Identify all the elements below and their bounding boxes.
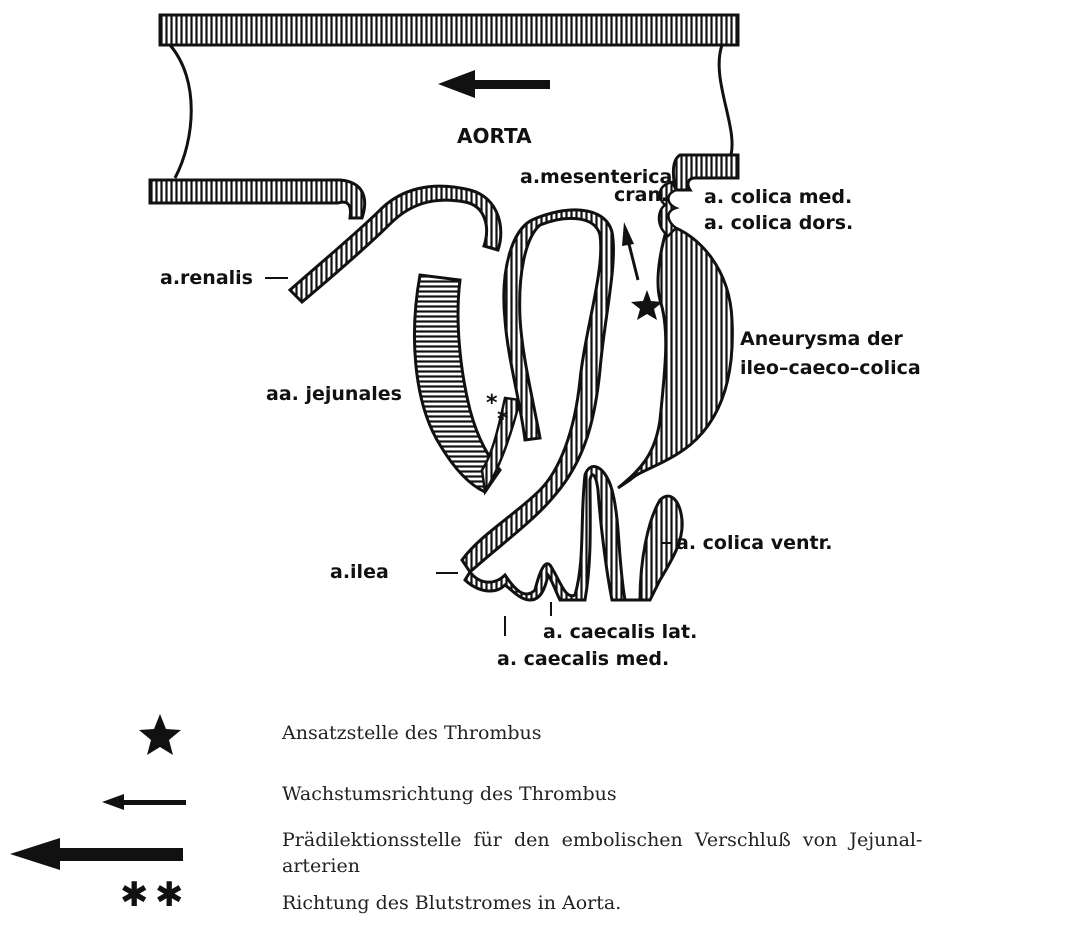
legend-text-star: Ansatzstelle des Thrombus <box>282 720 542 746</box>
label-renalis: a.renalis <box>160 267 253 289</box>
growth-arrow-icon <box>622 222 638 280</box>
asterisk-mark-2: * <box>497 407 509 432</box>
aorta-lower-wall-right <box>673 155 738 190</box>
star-icon <box>139 714 181 755</box>
label-colica-med: a. colica med. <box>704 186 852 208</box>
label-colica-ventr: a. colica ventr. <box>676 532 832 554</box>
aorta-upper-wall <box>160 15 738 45</box>
aorta-left-end <box>170 45 191 178</box>
label-aneurysma-2: ileo–caeco–colica <box>740 357 921 379</box>
thick-arrow-icon <box>10 838 183 870</box>
label-caecalis-lat: a. caecalis lat. <box>543 621 697 643</box>
label-colica-dors: a. colica dors. <box>704 212 853 234</box>
blood-flow-arrow-icon <box>438 70 550 98</box>
label-caecalis-med: a. caecalis med. <box>497 648 669 670</box>
aorta-right-end <box>719 45 732 158</box>
legend-text-thick-arrow: Prädilektionsstelle für den embolischen … <box>282 827 922 853</box>
thin-arrow-icon <box>102 794 186 810</box>
label-ilea: a.ilea <box>330 561 389 583</box>
svg-text:✱: ✱ <box>155 875 184 915</box>
legend-text-thin-arrow: Wachstumsrichtung des Thrombus <box>282 781 617 807</box>
label-aorta: AORTA <box>457 124 532 148</box>
label-cran: cran. <box>614 184 668 206</box>
legend-text-asterisks: Richtung des Blutstromes in Aorta. <box>282 890 621 916</box>
label-aneurysma-1: Aneurysma der <box>740 328 903 350</box>
svg-text:✱: ✱ <box>120 875 149 915</box>
aorta-lower-wall <box>150 180 365 218</box>
double-asterisk-icon: ✱ ✱ <box>120 875 184 915</box>
label-jejunales: aa. jejunales <box>266 383 402 405</box>
legend-text-thick-arrow-2: arterien <box>282 853 360 879</box>
